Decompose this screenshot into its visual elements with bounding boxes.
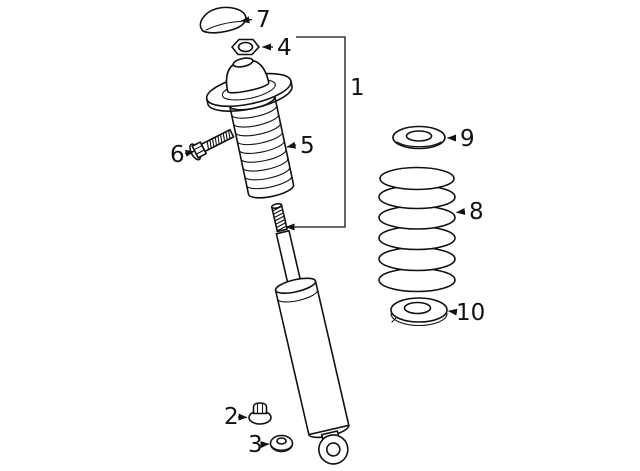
part-4-nut [231,38,260,56]
callout-2: 2 [224,404,248,430]
part-9-upper-insulator [392,125,446,150]
callout-9: 9 [447,126,475,152]
callout-10: 10 [448,300,485,326]
callout-1-label: 1 [350,75,365,101]
shock-absorber [270,202,350,465]
callout-5: 5 [286,133,315,159]
callout-6: 6 [170,142,195,168]
callout-3-label: 3 [248,432,263,458]
callout-8-label: 8 [469,199,484,225]
callout-10-label: 10 [456,300,485,326]
callout-7: 7 [240,7,271,33]
part-8-coil-spring [378,166,456,293]
part-3-bushing [269,434,294,453]
callout-4-label: 4 [277,35,292,61]
callout-5-label: 5 [300,133,315,159]
callout-2-label: 2 [224,404,239,430]
callout-4: 4 [262,35,292,61]
callout-7-label: 7 [256,7,271,33]
callout-8: 8 [456,199,484,225]
bolt-threads [206,130,231,150]
callout-6-label: 6 [170,142,185,168]
callout-1: 1 [285,36,365,231]
part-7-mount-cap [199,6,247,34]
part-10-lower-insulator [390,297,448,327]
part-5-upper-mount-boot [205,57,295,199]
part-6-bolt [189,128,235,161]
callout-3: 3 [248,432,270,458]
callout-9-label: 9 [460,126,475,152]
boot-ribs [231,104,293,190]
rod-threads [272,205,287,232]
part-2-nut [248,402,272,425]
